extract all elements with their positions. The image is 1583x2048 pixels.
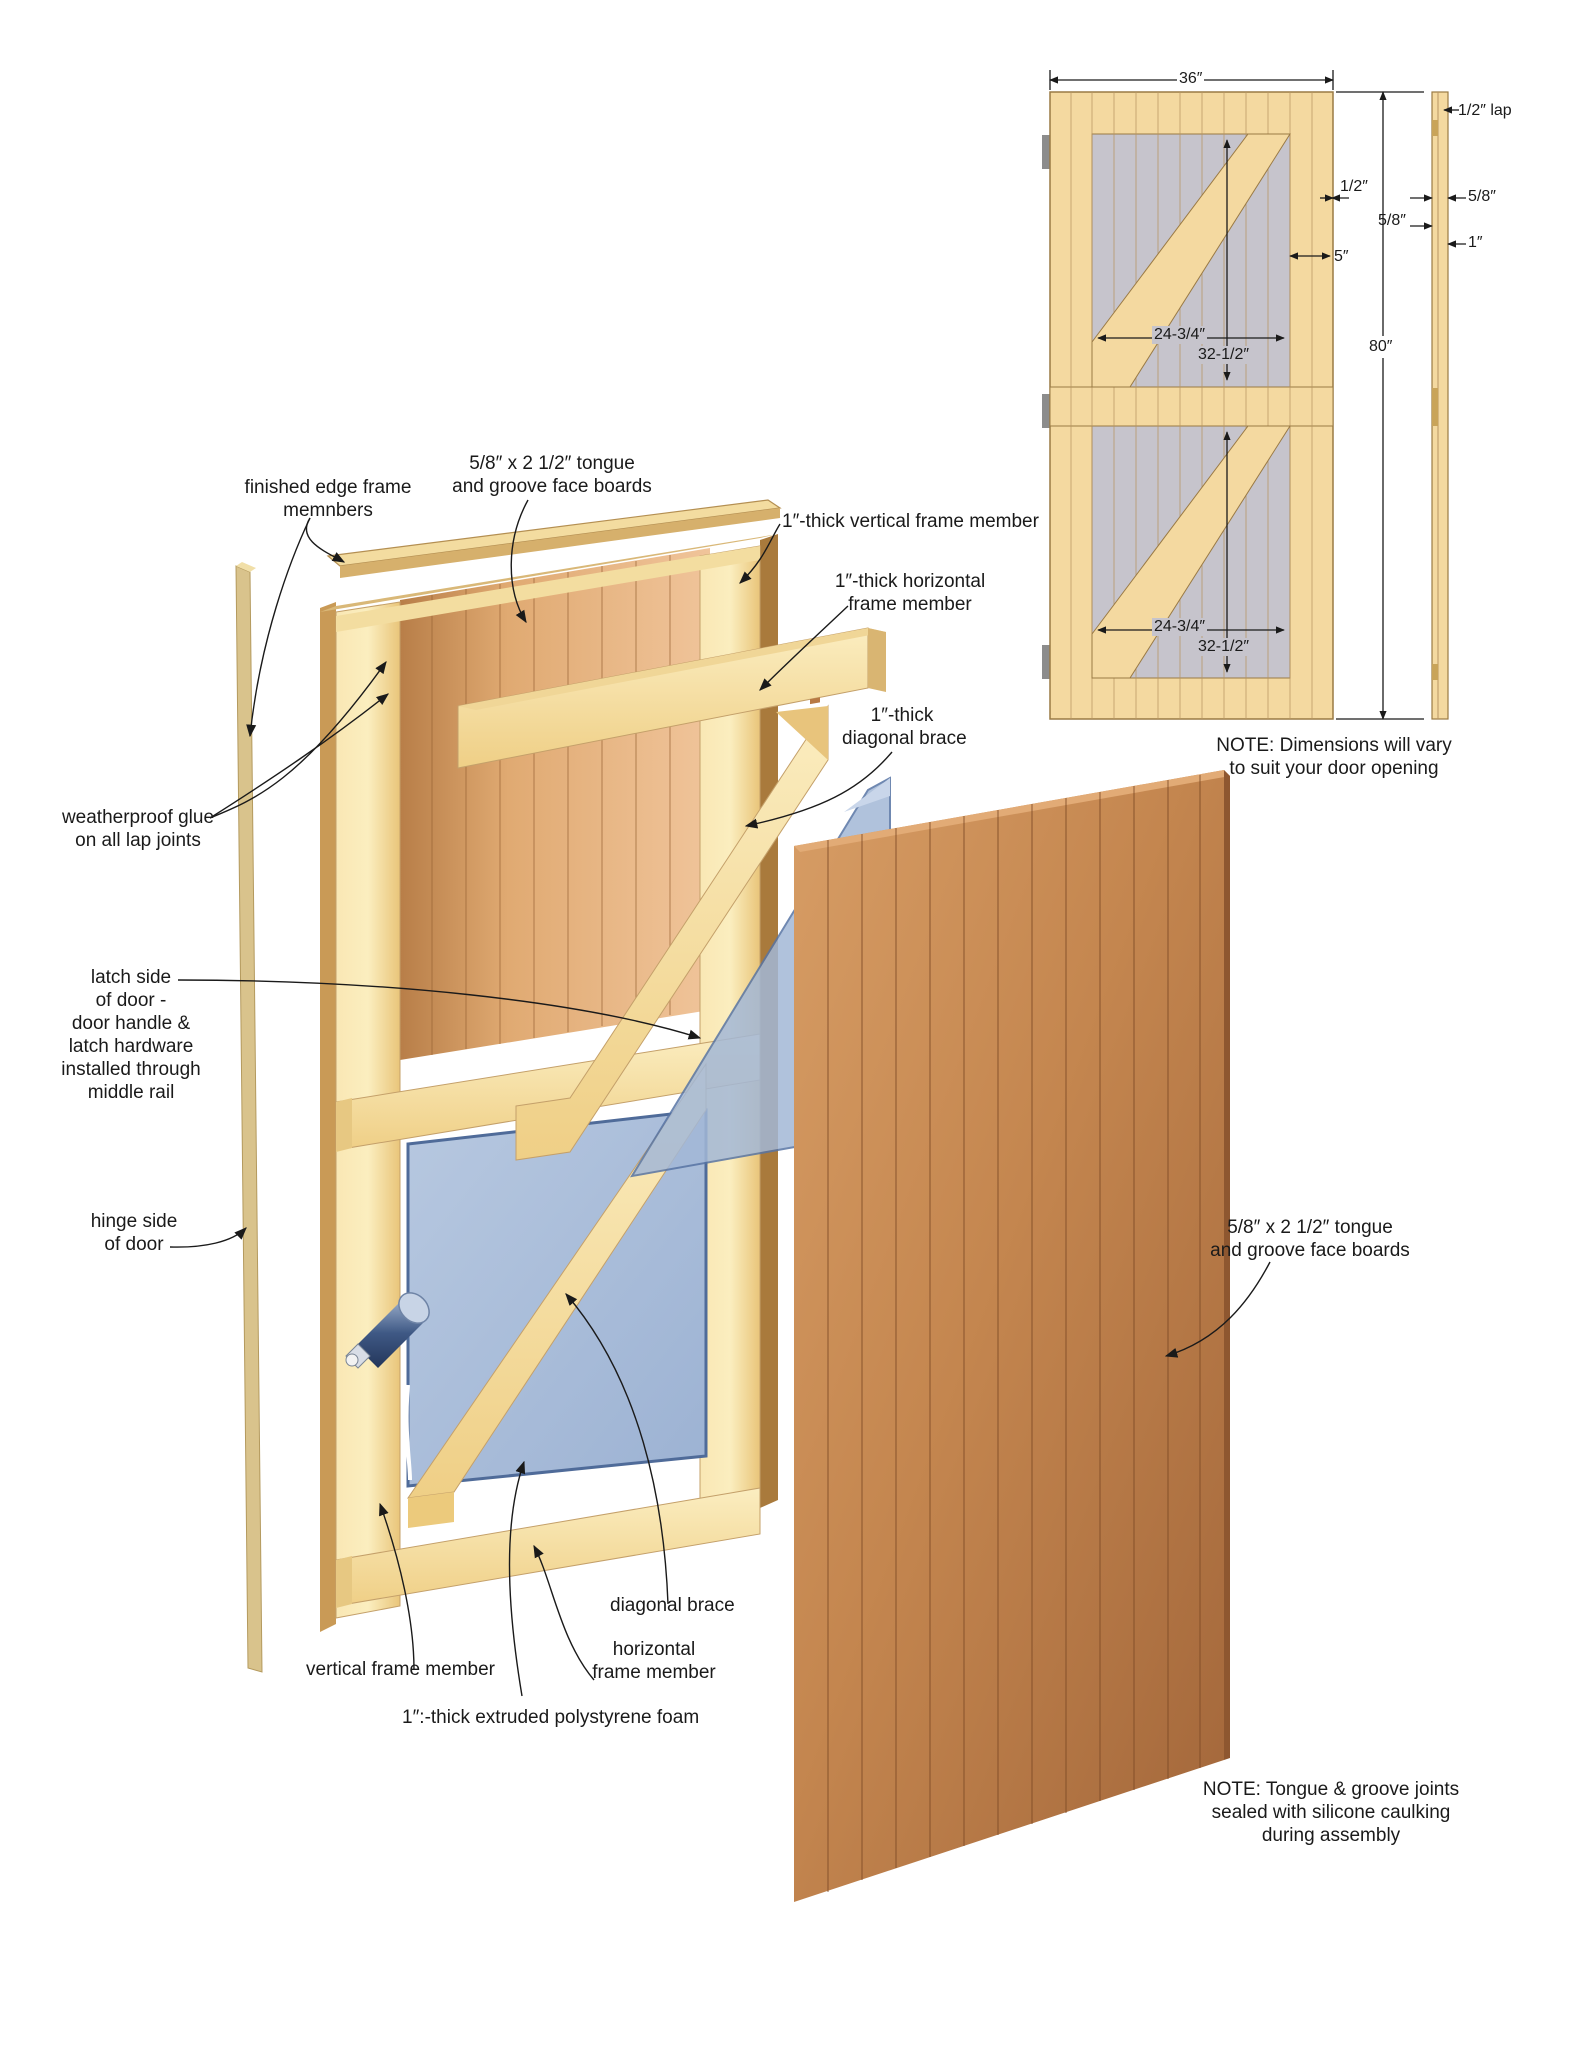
elevation-brace-top <box>1091 133 1291 388</box>
label-glue: weatherproof glue on all lap joints <box>61 807 215 851</box>
middle-rail-end <box>336 1098 352 1152</box>
exploded-face-boards <box>794 697 1230 1902</box>
hinge-icon <box>1042 645 1050 679</box>
hinge-icon <box>1042 394 1050 428</box>
label-finished-edge: finished edge frame memnbers <box>244 477 412 521</box>
glue-bead <box>404 1384 412 1481</box>
dim-panel-h-bottom: 32-1/2″ <box>1196 638 1252 656</box>
dim-width: 36″ <box>1177 70 1205 88</box>
label-horizontal-1in: 1″-thick horizontal frame member <box>834 571 986 615</box>
dim-panel-w-top: 24-3/4″ <box>1152 326 1208 344</box>
bottom-rail-end <box>336 1556 352 1608</box>
floating-diagonal-brace-top <box>776 706 828 760</box>
dim-side-1: 1″ <box>1468 234 1483 251</box>
glue-tube-icon <box>345 1292 430 1369</box>
dim-edge-half: 1/2″ <box>1340 178 1368 195</box>
hinge-icon <box>1042 135 1050 169</box>
label-diagonal-1in: 1″-thick diagonal brace <box>842 705 967 749</box>
label-vertical-member: vertical frame member <box>306 1659 495 1680</box>
dim-side-58-right: 5/8″ <box>1468 188 1496 205</box>
label-horizontal-member: horizontal frame member <box>592 1639 716 1683</box>
floating-horizontal-member-end <box>868 628 886 692</box>
dim-panel-h-top: 32-1/2″ <box>1196 346 1252 364</box>
dim-height: 80″ <box>1369 336 1393 358</box>
door-elevation <box>1042 91 1449 720</box>
top-finished-edge-strip-face <box>340 508 780 578</box>
leader-arrows <box>169 499 1271 1697</box>
dim-lap: 1/2″ lap <box>1458 102 1512 119</box>
label-face-boards-right: 5/8″ x 2 1/2″ tongue and groove face boa… <box>1210 1217 1410 1261</box>
note-dimensions: NOTE: Dimensions will vary to suit your … <box>1216 735 1452 779</box>
frame-left-edge <box>320 602 336 1632</box>
label-hinge-side: hinge side of door <box>90 1211 178 1255</box>
hinge-side-edge-strip <box>235 562 263 1673</box>
door-frame-assembly <box>320 499 886 1632</box>
label-foam: 1″:-thick extruded polystyrene foam <box>402 1707 700 1728</box>
floating-horizontal-member-top <box>458 628 886 710</box>
dim-stile-5: 5″ <box>1334 248 1349 265</box>
top-rail <box>320 534 778 612</box>
label-diagonal-brace: diagonal brace <box>610 1595 735 1616</box>
label-vertical-1in: 1″-thick vertical frame member <box>782 511 1039 532</box>
label-latch-side: latch side of door - door handle & latch… <box>61 967 201 1103</box>
back-panel-grooves <box>431 555 671 1055</box>
label-face-boards-top: 5/8″ x 2 1/2″ tongue and groove face boa… <box>452 453 652 497</box>
elevation-brace-bottom <box>1091 425 1291 679</box>
top-rail-face <box>336 546 760 632</box>
lower-diagonal-brace-face <box>408 1492 454 1528</box>
dim-side-58-left: 5/8″ <box>1378 212 1406 229</box>
note-caulk: NOTE: Tongue & groove joints sealed with… <box>1202 1779 1460 1846</box>
dim-panel-w-bottom: 24-3/4″ <box>1152 618 1208 636</box>
